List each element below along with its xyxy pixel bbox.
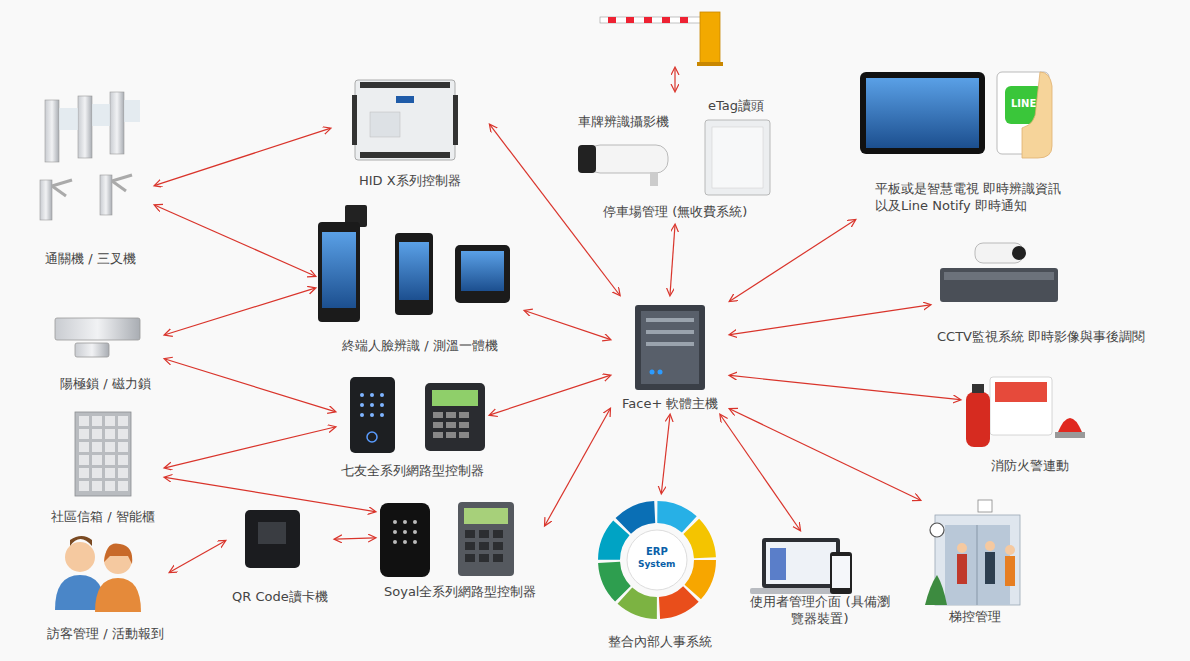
device-node: 七友全系列網路型控制器 (335, 372, 490, 482)
cctv-dvr (940, 243, 1058, 302)
connector-arrow (155, 205, 315, 276)
device-caption: 陽極鎖 / 磁力鎖 (60, 375, 151, 392)
controller-board (352, 80, 458, 160)
connector-arrow (490, 375, 610, 415)
device-caption: 終端人臉辨識 / 測溫一體機 (342, 337, 498, 354)
device-node: 消防火警連動 (960, 365, 1100, 477)
device-caption: 平板或是智慧電視 即時辨識資訊 以及Line Notify 即時通知 (875, 180, 1070, 214)
face-terminal (318, 205, 510, 322)
icon-text: System (638, 559, 676, 570)
gate-illustration (40, 92, 140, 220)
parking-devices (578, 120, 770, 195)
electric-lock (55, 318, 140, 357)
connector-arrow (661, 415, 670, 493)
parking-barrier (600, 12, 723, 66)
connector-arrow (165, 427, 335, 468)
device-node: 社區信箱 / 智能櫃 (40, 410, 165, 528)
device-caption: 車牌辨識攝影機 (578, 113, 669, 130)
device-caption: 使用者管理介面 (具備瀏覽器裝置) (745, 593, 895, 627)
device-caption: eTag讀頭 (708, 97, 764, 114)
device-caption: 整合內部人事系統 (608, 633, 712, 650)
qr-reader (245, 510, 300, 568)
connector-arrow (670, 225, 675, 295)
smart-locker (75, 412, 131, 496)
device-caption: QR Code讀卡機 (232, 588, 328, 605)
fire-alarm (966, 377, 1085, 447)
tablet-line (860, 72, 1052, 158)
device-caption: 七友全系列網路型控制器 (341, 462, 484, 479)
device-node: CCTV監視系統 即時影像與事後調閱 (930, 240, 1160, 350)
device-node: 使用者管理介面 (具備瀏覽器裝置) (743, 530, 897, 632)
connector-arrow (165, 359, 335, 412)
connector-arrow (730, 409, 920, 500)
icon-text: LINE (1011, 98, 1036, 110)
connector-arrow (545, 409, 610, 525)
connector-arrow (155, 128, 330, 185)
device-node: 梯控管理 (920, 500, 1030, 630)
device-node: 陽極鎖 / 磁力鎖 (45, 305, 165, 395)
device-caption: HID X系列控制器 (359, 172, 461, 189)
device-node: Soyal全系列網路型控制器 (375, 500, 545, 605)
elevator (925, 500, 1020, 605)
connector-arrow (490, 125, 620, 295)
device-node: HID X系列控制器 (330, 75, 490, 191)
connector-arrow (730, 375, 960, 399)
soyal-controller (380, 502, 514, 577)
erp-wheel (609, 512, 705, 608)
device-caption: 消防火警連動 (991, 457, 1069, 474)
device-caption: 社區信箱 / 智能櫃 (51, 508, 155, 525)
server-tower (635, 305, 705, 390)
connector-arrow (335, 538, 375, 539)
connector-arrow (720, 415, 800, 530)
device-caption: CCTV監視系統 即時影像與事後調閱 (937, 328, 1145, 345)
connector-arrow (165, 288, 315, 335)
device-node: 訪客管理 / 活動報到 (40, 535, 170, 647)
device-node: 通關機 / 三叉機 (25, 90, 155, 270)
device-caption: 梯控管理 (949, 608, 1001, 625)
laptop-phone (750, 538, 852, 594)
device-node: 整合內部人事系統 (590, 493, 730, 653)
visitor-people (55, 536, 141, 612)
device-caption: Face+ 軟體主機 (622, 395, 718, 412)
connector-arrow (730, 305, 930, 335)
device-caption: Soyal全系列網路型控制器 (384, 583, 536, 600)
device-caption: 停車場管理 (無收費系統) (603, 203, 747, 220)
connector-arrow (730, 220, 855, 301)
keypad-controller (350, 377, 485, 453)
device-node: 平板或是智慧電視 即時辨識資訊 以及Line Notify 即時通知 (855, 70, 1090, 220)
device-node: 終端人臉辨識 / 測溫一體機 (315, 205, 525, 356)
connector-arrow (170, 541, 225, 572)
connector-arrow (525, 311, 610, 340)
device-node: Face+ 軟體主機 (610, 295, 730, 415)
device-node: QR Code讀卡機 (225, 510, 335, 607)
device-node: 車牌辨識攝影機 eTag讀頭停車場管理 (無收費系統) (565, 95, 785, 225)
connector-arrow (165, 477, 375, 511)
icon-text: ERP (646, 546, 668, 558)
barrier-arrow (674, 68, 675, 91)
device-caption: 通關機 / 三叉機 (45, 250, 136, 267)
device-caption: 訪客管理 / 活動報到 (47, 625, 164, 642)
